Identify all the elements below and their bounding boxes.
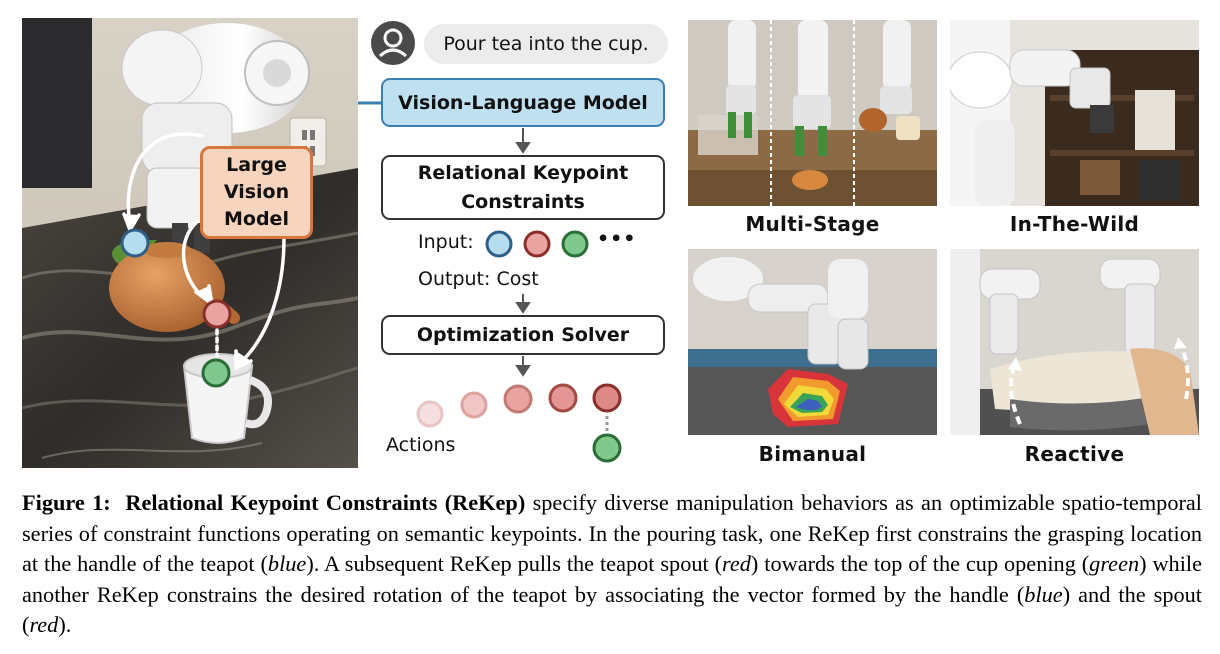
input-ellipsis: •••	[597, 228, 637, 250]
dark-cabinet	[22, 18, 92, 188]
large-vision-model-box: Large Vision Model	[200, 146, 313, 239]
caption-text-4: ) while another ReKep constrains the des…	[22, 551, 1202, 607]
action-step-1	[416, 400, 444, 428]
goal-green-keypoint	[592, 433, 622, 463]
user-avatar	[370, 20, 416, 66]
caption-text-2: ). A subsequent ReKep pulls the teapot s…	[306, 551, 723, 576]
caption-italic-blue-2: blue	[1024, 581, 1063, 607]
blue-keypoint-handle	[120, 228, 150, 258]
green-keypoint-cup	[201, 358, 231, 388]
teapot-scene-photo: Large Vision Model	[22, 18, 358, 468]
relational-keypoint-constraints-box: Relational Keypoint Constraints	[381, 155, 665, 220]
figure-label: Figure 1:	[22, 490, 111, 515]
panel-label-bimanual: Bimanual	[758, 442, 867, 466]
caption-italic-blue: blue	[267, 551, 307, 576]
lvm-label: Large Vision Model	[223, 154, 290, 230]
actions-label: Actions	[386, 434, 456, 456]
caption-italic-green: green	[1089, 551, 1140, 576]
bimanual-photo	[688, 249, 937, 435]
input-keypoints	[485, 230, 589, 258]
caption-text-5: ) and the spout (	[22, 581, 1202, 638]
action-step-5	[592, 383, 622, 413]
input-blue-keypoint	[485, 230, 513, 258]
vision-language-model-box: Vision-Language Model	[381, 78, 665, 127]
in-the-wild-photo	[950, 20, 1199, 206]
caption-text-1: specify diverse manipulation behaviors a…	[22, 490, 1202, 576]
panel-label-reactive: Reactive	[1024, 442, 1125, 466]
panel-label-multi-stage: Multi-Stage	[745, 212, 880, 236]
input-green-keypoint	[561, 230, 589, 258]
optimization-solver-box: Optimization Solver	[381, 315, 665, 355]
caption-italic-red: red	[722, 551, 751, 576]
action-step-2	[460, 391, 488, 419]
action-step-4	[548, 383, 578, 413]
caption-bold-title: Relational Keypoint Constraints (ReKep)	[125, 490, 526, 515]
action-sequence	[416, 383, 622, 463]
rainbow-cloth	[768, 369, 848, 427]
multi-stage-photo	[688, 20, 937, 206]
input-red-keypoint	[523, 230, 551, 258]
panel-label-in-the-wild: In-The-Wild	[1009, 212, 1140, 236]
action-step-3	[503, 384, 533, 414]
input-label: Input:	[418, 231, 474, 253]
keypoint-arrows	[122, 132, 286, 371]
output-label: Output: Cost	[418, 268, 539, 290]
caption-italic-red-2: red	[29, 612, 59, 637]
task-prompt-bubble: Pour tea into the cup.	[424, 24, 668, 64]
reactive-photo	[950, 249, 1199, 435]
figure-caption: Figure 1: Relational Keypoint Constraint…	[22, 488, 1202, 641]
red-keypoint-spout	[202, 299, 232, 329]
user-icon	[371, 21, 415, 65]
caption-text-3: ) towards the top of the cup opening (	[750, 551, 1090, 576]
caption-text-6: ).	[58, 612, 72, 637]
